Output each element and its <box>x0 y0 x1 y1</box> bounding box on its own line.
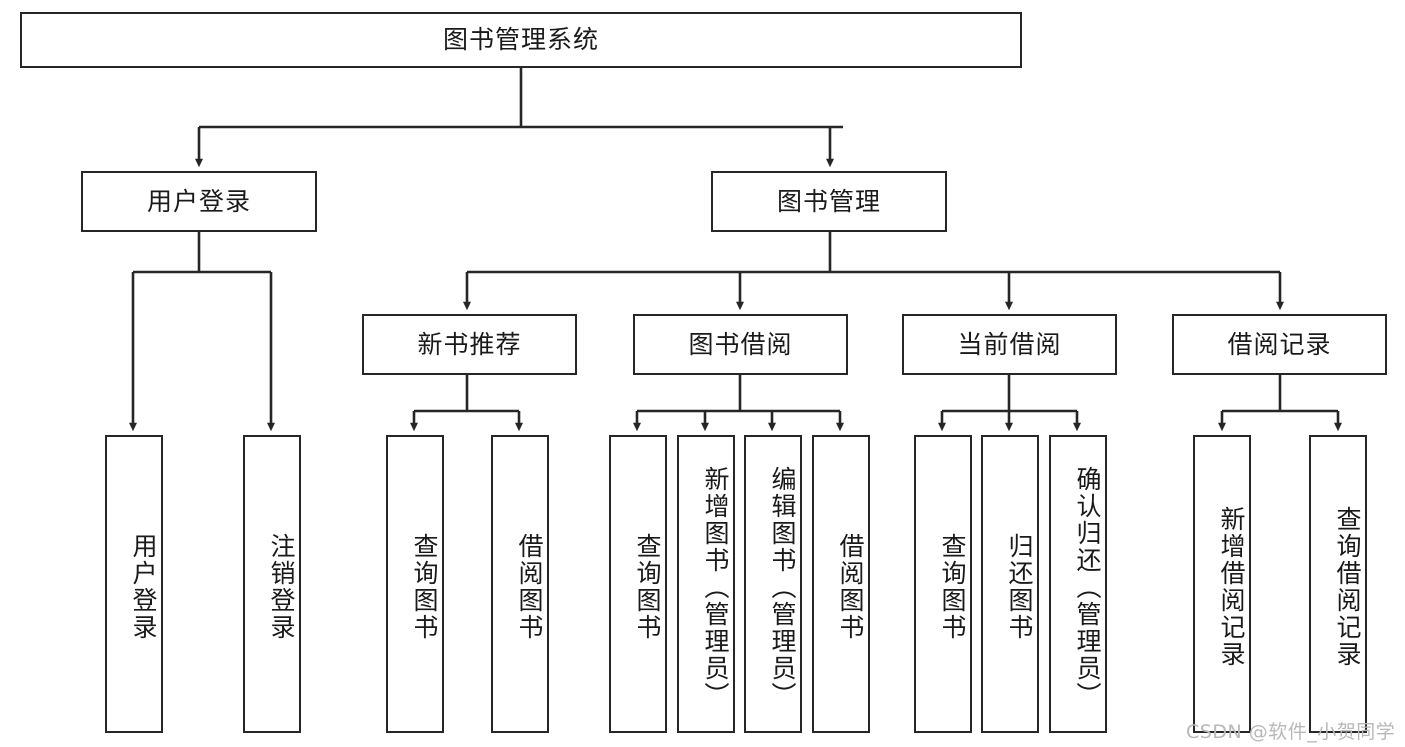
node-user-login[interactable]: 用户登录 <box>81 171 317 232</box>
leaf-add-borrow-record[interactable]: 新增借阅记录 <box>1193 435 1251 733</box>
node-label: 新书推荐 <box>417 329 522 359</box>
node-book-management[interactable]: 图书管理 <box>711 171 947 232</box>
leaf-confirm-return-admin[interactable]: 确认归还（管理员） <box>1049 435 1107 733</box>
leaf-add-book-admin[interactable]: 新增图书（管理员） <box>677 435 735 733</box>
node-label: 确认归还（管理员） <box>1073 465 1102 709</box>
node-book-borrowing[interactable]: 图书借阅 <box>633 314 848 375</box>
node-label: 注销登录 <box>267 533 296 641</box>
node-label: 图书管理 <box>776 186 881 216</box>
node-label: 借阅记录 <box>1227 329 1332 359</box>
node-label: 查询图书 <box>633 533 662 641</box>
node-current-borrowing[interactable]: 当前借阅 <box>902 314 1117 375</box>
leaf-query-books-borrow[interactable]: 查询图书 <box>609 435 667 733</box>
leaf-logout[interactable]: 注销登录 <box>243 435 301 733</box>
node-label: 用户登录 <box>129 533 158 641</box>
node-new-book-recommendation[interactable]: 新书推荐 <box>362 314 577 375</box>
node-label: 当前借阅 <box>957 329 1062 359</box>
leaf-query-books-current[interactable]: 查询图书 <box>914 435 972 733</box>
node-label: 查询借阅记录 <box>1333 506 1362 668</box>
leaf-borrow-books-rec[interactable]: 借阅图书 <box>491 435 549 733</box>
leaf-query-books-rec[interactable]: 查询图书 <box>386 435 444 733</box>
leaf-user-login[interactable]: 用户登录 <box>105 435 163 733</box>
node-label: 借阅图书 <box>515 533 544 641</box>
leaf-query-borrow-record[interactable]: 查询借阅记录 <box>1309 435 1367 733</box>
node-label: 借阅图书 <box>836 533 865 641</box>
node-book-management-system[interactable]: 图书管理系统 <box>20 12 1022 68</box>
node-borrowing-record[interactable]: 借阅记录 <box>1172 314 1387 375</box>
node-label: 新增借阅记录 <box>1217 506 1246 668</box>
node-label: 新增图书（管理员） <box>701 465 730 709</box>
node-label: 归还图书 <box>1005 533 1034 641</box>
node-label: 图书借阅 <box>688 329 793 359</box>
node-label: 编辑图书（管理员） <box>768 465 797 709</box>
leaf-borrow-books[interactable]: 借阅图书 <box>812 435 870 733</box>
csdn-watermark: CSDN @软件_小贺同学 <box>1186 721 1396 743</box>
leaf-return-books[interactable]: 归还图书 <box>981 435 1039 733</box>
node-label: 用户登录 <box>146 186 251 216</box>
leaf-edit-book-admin[interactable]: 编辑图书（管理员） <box>744 435 802 733</box>
node-label: 图书管理系统 <box>442 25 599 55</box>
node-label: 查询图书 <box>938 533 967 641</box>
node-label: 查询图书 <box>410 533 439 641</box>
